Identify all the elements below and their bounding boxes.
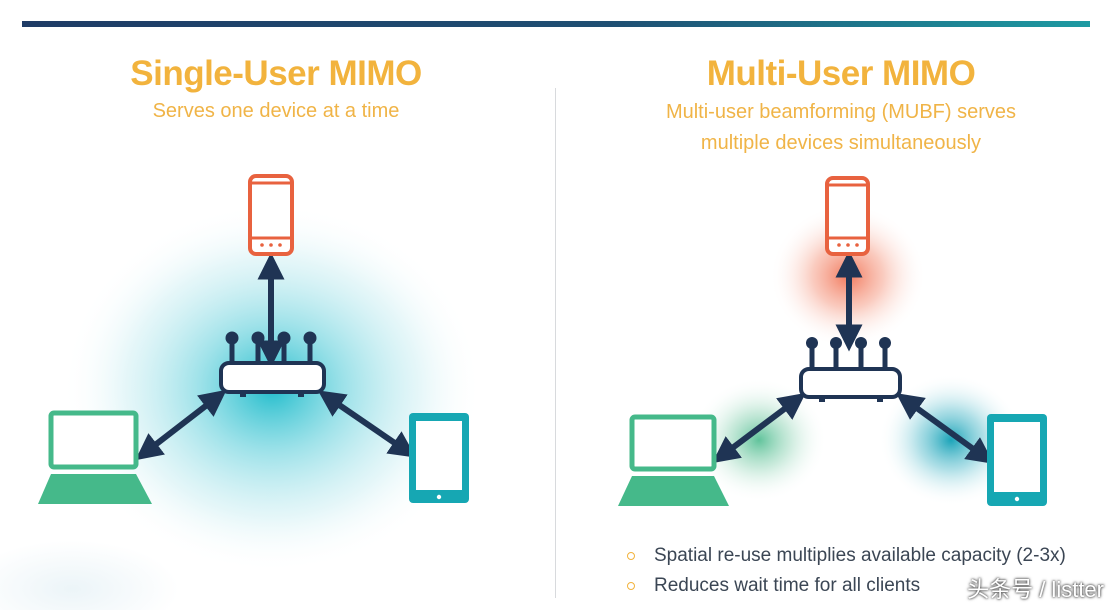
arrow-icon: [712, 392, 806, 464]
watermark: 头条号 / listter: [967, 577, 1104, 602]
phone-icon: [248, 174, 294, 256]
bullet-icon: [627, 552, 635, 560]
router-icon: [799, 337, 902, 402]
router-icon: [219, 331, 326, 397]
arrow-icon: [135, 389, 227, 461]
laptop-icon: [618, 414, 729, 506]
benefits-list: Spatial re-use multiplies available capa…: [623, 542, 1066, 602]
corner-decoration: [0, 540, 180, 610]
multi-user-subtitle-line2: multiple devices simultaneously: [700, 132, 982, 154]
panel-divider: [555, 88, 556, 598]
single-user-subtitle: Serves one device at a time: [152, 100, 400, 122]
list-item: Spatial re-use multiplies available capa…: [623, 542, 1066, 572]
arrow-icon: [896, 393, 994, 464]
single-user-diagram: [38, 174, 482, 573]
tablet-icon: [409, 413, 469, 503]
arrow-icon: [317, 390, 417, 458]
multi-user-diagram: [618, 176, 1047, 506]
bullet-text: Spatial re-use multiplies available capa…: [654, 545, 1066, 566]
multi-user-title: Multi-User MIMO: [706, 54, 976, 93]
bullet-icon: [627, 582, 635, 590]
phone-icon: [825, 176, 870, 256]
bullet-text: Reduces wait time for all clients: [654, 575, 921, 596]
laptop-icon: [38, 410, 152, 504]
list-item: Reduces wait time for all clients: [623, 572, 1066, 602]
multi-user-panel: Multi-User MIMO Multi-user beamforming (…: [559, 0, 1118, 610]
single-user-panel: Single-User MIMO Serves one device at a …: [38, 54, 482, 573]
single-user-title: Single-User MIMO: [130, 54, 422, 93]
tablet-icon: [987, 414, 1047, 506]
multi-user-subtitle-line1: Multi-user beamforming (MUBF) serves: [665, 101, 1017, 123]
top-accent-bar: [22, 21, 1090, 27]
